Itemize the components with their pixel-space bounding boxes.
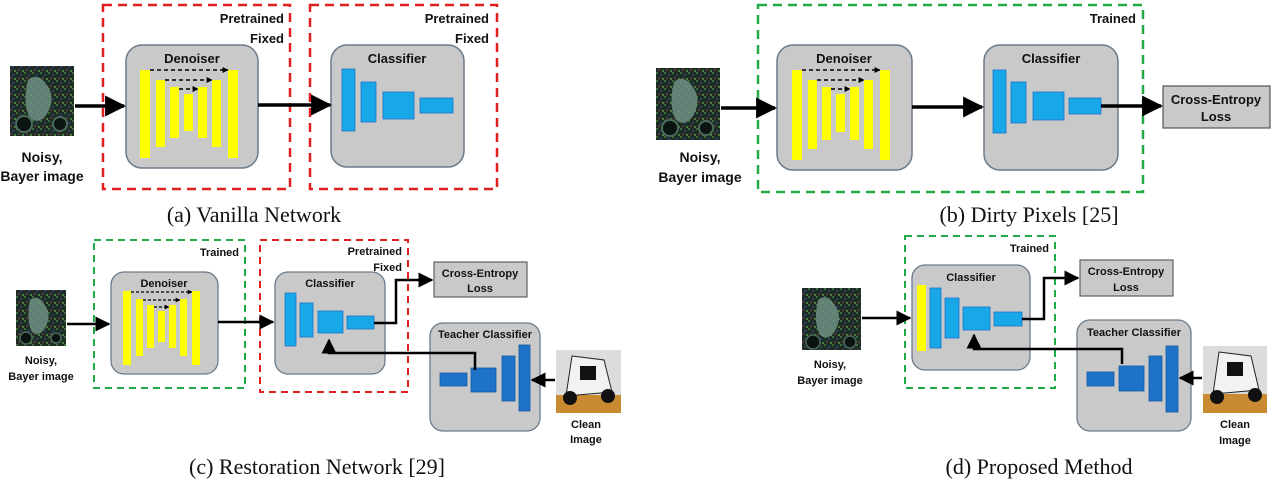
cross-entropy-loss-box (1162, 85, 1271, 129)
classifier-layers (992, 69, 1102, 134)
panel-a: Noisy, Bayer image Pretrained Fixed Pret… (0, 3, 499, 227)
cross-entropy-label: Cross-Entropy (442, 268, 519, 280)
denoiser-unet (792, 70, 890, 160)
denoiser-unet (123, 291, 200, 365)
noisy-image (10, 66, 74, 136)
denoiser-label: Denoiser (816, 51, 872, 66)
fixed-label: Fixed (250, 31, 284, 46)
trained-region (93, 239, 246, 389)
cross-entropy-loss-box (433, 261, 528, 298)
classifier-label: Classifier (1022, 51, 1081, 66)
fixed-label: Fixed (373, 262, 402, 274)
teacher-classifier-label: Teacher Classifier (438, 329, 533, 341)
panel-d: Noisy, Bayer image Trained Classifier Cr… (797, 235, 1267, 479)
trained-label: Trained (200, 247, 239, 259)
pretrained-label: Pretrained (425, 11, 489, 26)
pretrained-label: Pretrained (220, 11, 284, 26)
clean-label: Clean (1220, 419, 1250, 431)
image-label: Image (570, 434, 602, 446)
classifier-label: Classifier (946, 272, 996, 284)
teacher-classifier-label: Teacher Classifier (1087, 327, 1182, 339)
cross-entropy-label: Cross-Entropy (1088, 266, 1165, 278)
noisy-label: Noisy, (814, 359, 846, 371)
caption-d: (d) Proposed Method (946, 454, 1133, 479)
pretrained-fixed-region (259, 239, 409, 393)
skip-connections (131, 289, 193, 310)
flow-arrows (862, 270, 1202, 386)
denoiser-unet (140, 70, 238, 158)
classifier-label: Classifier (305, 278, 355, 290)
pretrained-fixed-region (308, 3, 499, 191)
caption-b: (b) Dirty Pixels [25] (939, 202, 1118, 227)
noisy-label: Noisy, (22, 149, 63, 165)
noisy-image (802, 288, 861, 350)
skip-connections (802, 67, 881, 92)
noisy-label: Noisy, (25, 355, 57, 367)
noisy-image (16, 290, 66, 346)
classifier-layers (341, 68, 454, 132)
noisy-label: Noisy, (680, 149, 721, 165)
loss-label: Loss (1201, 109, 1231, 124)
fixed-label: Fixed (455, 31, 489, 46)
classifier-label: Classifier (368, 51, 427, 66)
clean-image (556, 350, 621, 413)
bayer-label: Bayer image (0, 168, 83, 184)
cross-entropy-label: Cross-Entropy (1171, 92, 1262, 107)
caption-c: (c) Restoration Network [29] (189, 454, 445, 479)
bayer-label: Bayer image (8, 371, 73, 383)
skip-connections (150, 67, 229, 92)
denoiser-label: Denoiser (164, 51, 220, 66)
clean-label: Clean (571, 419, 601, 431)
flow-arrows (721, 95, 1164, 119)
flow-arrows (67, 272, 555, 388)
flow-arrows (75, 94, 333, 117)
panel-b: Noisy, Bayer image Trained Denoiser Clas… (656, 3, 1271, 227)
denoiser-label: Denoiser (140, 278, 188, 290)
noisy-image (656, 68, 720, 140)
teacher-layers (1086, 345, 1179, 413)
trained-label: Trained (1090, 11, 1136, 26)
caption-a: (a) Vanilla Network (167, 202, 341, 227)
image-label: Image (1219, 435, 1251, 447)
pretrained-label: Pretrained (348, 246, 402, 258)
pretrained-fixed-region (101, 3, 292, 191)
clean-image (1203, 346, 1267, 413)
bayer-label: Bayer image (797, 375, 862, 387)
cross-entropy-loss-box (1079, 259, 1174, 297)
classifier-layers (284, 292, 375, 347)
panel-c: Noisy, Bayer image Trained Denoiser Pret… (8, 239, 621, 479)
bayer-label: Bayer image (658, 169, 741, 185)
loss-label: Loss (467, 283, 493, 295)
teacher-layers (439, 344, 531, 412)
trained-label: Trained (1010, 243, 1049, 255)
loss-label: Loss (1113, 282, 1139, 294)
